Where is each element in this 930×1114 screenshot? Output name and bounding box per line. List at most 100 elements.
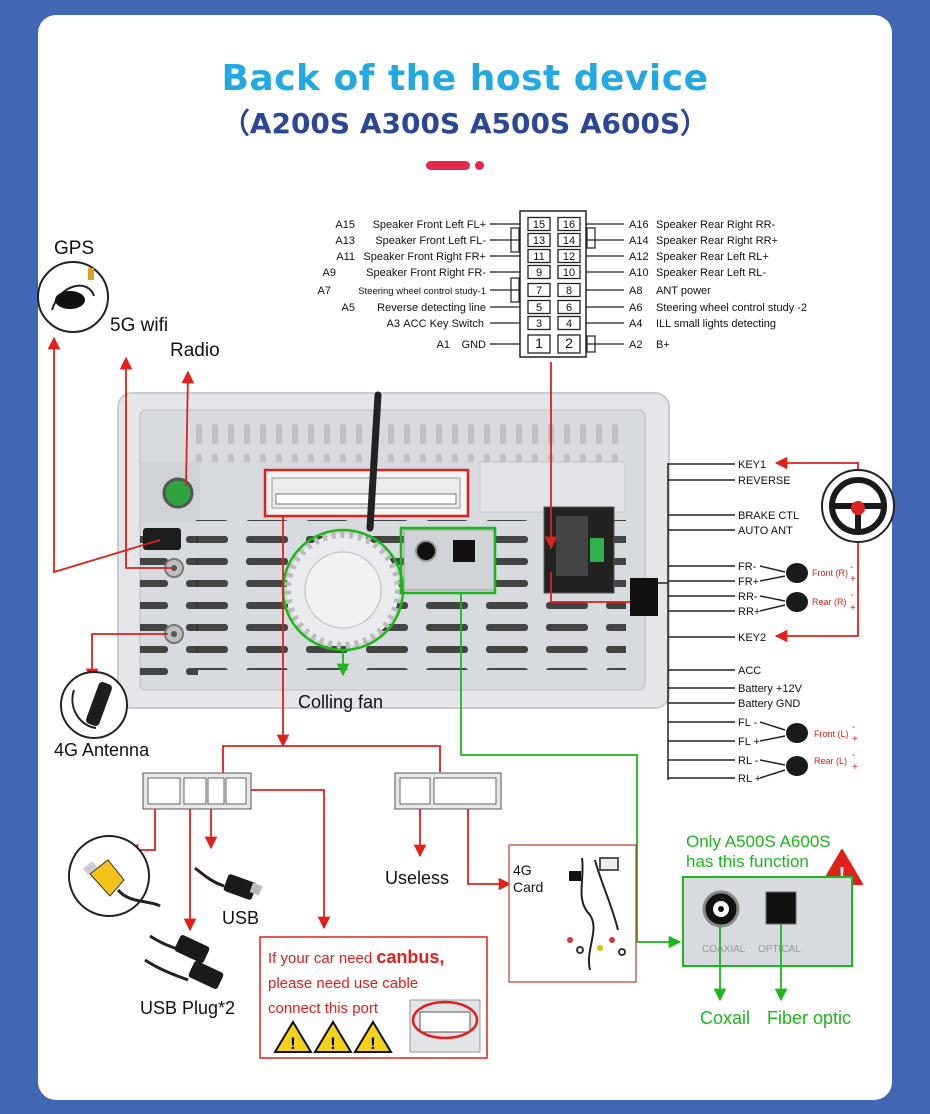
pin-box [527,282,551,298]
svg-text:!: ! [370,1034,376,1053]
card-4g-label-1: 4G [513,862,532,878]
pin-box [527,334,551,354]
svg-text:-: - [850,590,853,601]
pin-number: 13 [533,235,545,247]
pin-label-left: Reverse detecting line [377,302,486,314]
audio-out-highlight [399,526,497,595]
pin-number: 3 [536,318,542,330]
card-4g-label-2: Card [513,879,543,895]
harness-rr-plus: RR+ [738,606,760,618]
pin-number: 14 [563,235,575,247]
pin-number: 6 [566,302,572,314]
pin-number: 8 [566,285,572,297]
pin-label-left: GND [462,339,487,351]
warning-icon: ! [353,1020,393,1053]
useless-label: Useless [385,868,449,888]
pin-box [557,299,581,315]
speaker-icon [786,592,808,612]
audio-out-line [460,593,682,949]
pin-code-right: A12 [629,251,649,263]
pin-box [527,264,551,280]
svg-text:+: + [852,734,858,745]
harness-auto-ant: AUTO ANT [738,525,793,537]
antenna-cable [366,391,382,532]
pin-box [557,264,581,280]
pin-code-left: A7 [318,285,331,297]
speaker-icon [786,723,808,743]
pin-number: 12 [563,251,575,263]
host-device [117,391,670,709]
page-title: Back of the host device [221,58,709,99]
svg-text:-: - [852,750,855,761]
pin-box [527,216,551,232]
pin-label-right: ANT power [656,285,711,297]
speaker-icon [786,563,808,583]
harness-brake: BRAKE CTL [738,510,799,522]
svg-text:+: + [850,603,856,614]
pin-label-right: Speaker Rear Left RL+ [656,251,769,263]
speaker-icon [786,756,808,776]
harness-rr-minus: RR- [738,591,758,603]
pin-code-left: A9 [323,267,336,279]
decor-dot [475,161,484,170]
pin-label-left: Speaker Front Right FR- [366,267,486,279]
pin-number: 7 [536,285,542,297]
svg-text:!: ! [839,864,846,886]
pin-number: 11 [533,251,544,263]
pin-box [527,232,551,248]
radio-label: Radio [170,340,220,361]
pin-label-right: Speaker Rear Left RL- [656,267,766,279]
speaker-front-r: Front (R) [812,568,848,578]
pin-code-right: A8 [629,285,642,297]
gps-antenna [37,261,109,333]
pin-code-left: A11 [336,251,355,263]
harness-key1: KEY1 [738,459,766,471]
harness-fl-plus: FL + [738,736,760,748]
pin-label-right: B+ [656,339,670,351]
pin-code-right: A16 [629,219,649,231]
pin-label-right: Steering wheel control study -2 [656,302,807,314]
pin-box [557,248,581,264]
canbus-line-2: please need use cable [268,975,418,992]
rca-camera-plug [68,835,161,917]
gps-label: GPS [54,238,94,259]
speaker-icons [786,563,808,776]
pin-label-left: ACC Key Switch [403,318,484,330]
pin-code-left: A13 [335,235,355,247]
sub-connector-right [394,772,502,810]
svg-text:+: + [850,574,856,585]
pin-box [557,282,581,298]
svg-text:+: + [852,762,858,773]
pin-number: 5 [536,302,542,314]
harness-key2: KEY2 [738,632,766,644]
speaker-rear-r: Rear (R) [812,597,847,607]
harness-acc: ACC [738,665,761,677]
pin-number: 10 [563,267,575,279]
connection-lines [47,336,859,932]
speaker-polarity: -+ -+ -+ -+ [850,562,858,773]
antenna-4g-image [60,671,128,739]
pin-label-left: Speaker Front Left FL+ [373,219,486,231]
wifi-label: 5G wifi [110,315,168,336]
coaxial-label: Coxail [700,1008,750,1028]
steering-wheel-icon [821,469,895,543]
pin-box [557,216,581,232]
speaker-rear-l: Rear (L) [814,756,847,766]
usb-cable-image [194,866,263,900]
pin-code-left: A15 [335,219,355,231]
harness-fl-minus: FL - [738,717,757,729]
pin-code-right: A10 [629,267,649,279]
harness-gnd: Battery GND [738,698,800,710]
harness-battery: Battery +12V [738,683,803,695]
antenna-4g-label: 4G Antenna [54,740,150,760]
pin-number: 4 [566,318,572,330]
coaxial-port [415,540,437,562]
pin-number: 16 [563,219,575,231]
warning-icon: ! [313,1020,353,1053]
canbus-line-3: connect this port [268,1000,379,1017]
decor-pill [426,161,470,170]
pin-box [557,334,581,354]
harness-labels: KEY1 REVERSE BRAKE CTL AUTO ANT FR- FR+ … [738,459,803,785]
harness-plug [630,578,658,616]
